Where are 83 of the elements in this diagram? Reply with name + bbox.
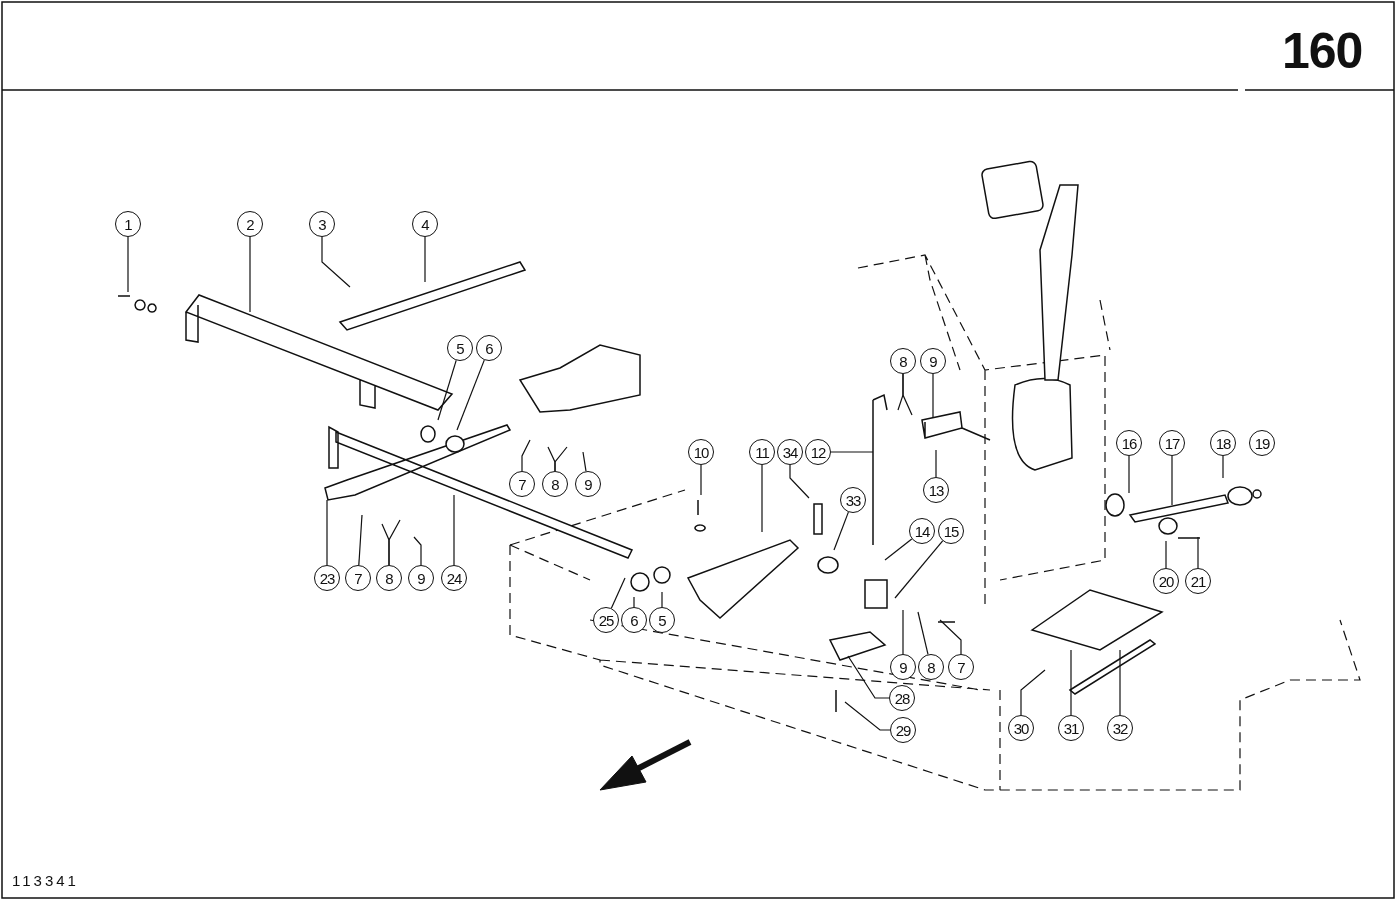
callout-number: 8 (890, 348, 916, 374)
leader-line (413, 536, 422, 566)
callout-number: 7 (948, 654, 974, 680)
leader-line (582, 451, 587, 472)
page-number: 160 (1282, 22, 1363, 80)
leader-line (633, 596, 635, 608)
drawing-number: 113341 (12, 872, 79, 889)
callout-number: 9 (575, 471, 601, 497)
callout-number: 30 (1008, 715, 1034, 741)
leader-line (917, 611, 929, 655)
leader-line (424, 236, 426, 283)
callout-number: 2 (237, 211, 263, 237)
callout-number: 13 (923, 477, 949, 503)
leader-line (521, 439, 531, 472)
leader-line (789, 464, 810, 499)
leader-line (1222, 455, 1224, 479)
leader-line (1020, 669, 1046, 716)
leader-line (844, 701, 891, 731)
callout-number: 12 (805, 439, 831, 465)
callout-number: 4 (412, 211, 438, 237)
callout-number: 8 (542, 471, 568, 497)
callout-number: 28 (889, 685, 915, 711)
callout-number: 6 (476, 335, 502, 361)
callout-number: 16 (1116, 430, 1142, 456)
callout-number: 7 (345, 565, 371, 591)
callout-number: 29 (890, 717, 916, 743)
callout-number: 17 (1159, 430, 1185, 456)
leader-line (884, 538, 913, 561)
leader-line (456, 359, 485, 431)
leader-line (554, 446, 568, 472)
leader-line (388, 519, 401, 566)
leader-line (453, 494, 455, 566)
callout-number: 5 (649, 607, 675, 633)
callout-number: 10 (688, 439, 714, 465)
callout-number: 24 (441, 565, 467, 591)
callout-number: 19 (1249, 430, 1275, 456)
leader-line (1128, 455, 1130, 494)
callout-number: 25 (593, 607, 619, 633)
leader-line (437, 359, 457, 421)
leader-line (847, 655, 890, 699)
leader-line (761, 464, 763, 533)
leader-line (935, 449, 937, 478)
leader-line (700, 464, 702, 496)
leader-line (249, 236, 251, 313)
callout-number: 15 (938, 518, 964, 544)
callout-number: 8 (918, 654, 944, 680)
leader-line (902, 373, 913, 416)
leader-line (1119, 649, 1121, 716)
leader-line (902, 609, 904, 655)
callout-number: 20 (1153, 568, 1179, 594)
leader-line (1165, 540, 1167, 569)
leader-line (1070, 649, 1072, 716)
callout-number: 9 (890, 654, 916, 680)
callout-number: 6 (621, 607, 647, 633)
leader-line (894, 540, 944, 599)
leader-line (939, 619, 962, 655)
callout-number: 31 (1058, 715, 1084, 741)
callout-number: 34 (777, 439, 803, 465)
callout-number: 1 (115, 211, 141, 237)
leader-line (1171, 455, 1173, 506)
leader-line (127, 236, 129, 293)
leader-line (358, 514, 363, 566)
callout-number: 5 (447, 335, 473, 361)
leader-line (833, 511, 849, 551)
callout-number: 23 (314, 565, 340, 591)
callout-number: 18 (1210, 430, 1236, 456)
callout-number: 3 (309, 211, 335, 237)
callout-number: 33 (840, 487, 866, 513)
leader-line (661, 591, 663, 608)
leader-line (321, 236, 351, 288)
leader-line (830, 451, 874, 453)
callout-number: 14 (909, 518, 935, 544)
leader-line (1197, 536, 1199, 569)
callout-number: 11 (749, 439, 775, 465)
callout-number: 7 (509, 471, 535, 497)
callout-number: 32 (1107, 715, 1133, 741)
leader-line (326, 499, 328, 566)
callout-number: 8 (376, 565, 402, 591)
callout-number: 9 (408, 565, 434, 591)
callout-number: 9 (920, 348, 946, 374)
leader-line (610, 577, 626, 609)
leader-line (932, 373, 934, 419)
callout-number: 21 (1185, 568, 1211, 594)
